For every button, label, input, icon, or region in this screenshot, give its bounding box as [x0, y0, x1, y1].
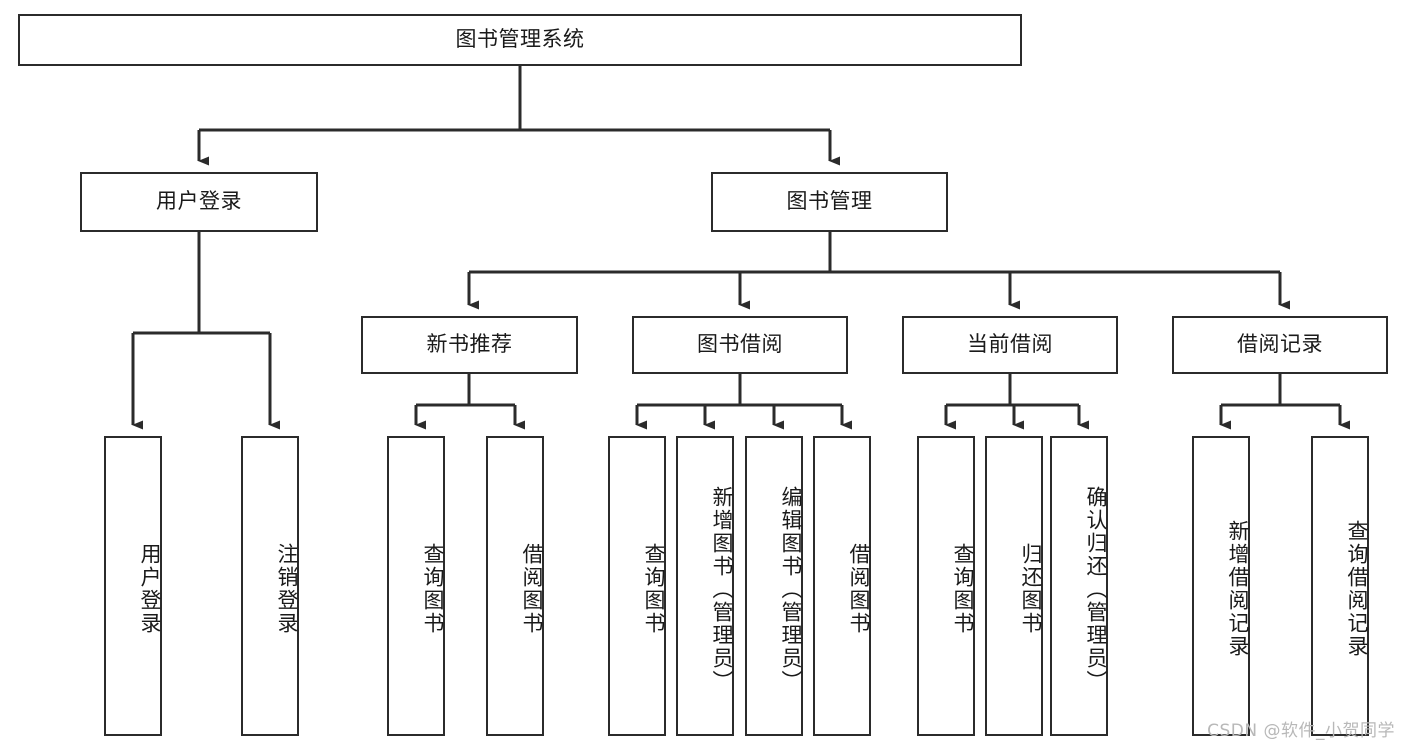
- node-borrow-record-label: 借阅记录: [1237, 332, 1323, 357]
- node-leaf-borrow-book-rec[interactable]: 借阅图书: [486, 436, 544, 736]
- node-leaf-user-login-label: 用户登录: [138, 543, 162, 635]
- node-leaf-borrow-book-rec-label: 借阅图书: [520, 543, 544, 635]
- node-book-manage-label: 图书管理: [786, 189, 873, 214]
- node-user-login-label: 用户登录: [156, 189, 242, 214]
- node-leaf-query-book-rec-label: 查询图书: [421, 543, 445, 635]
- node-leaf-borrow-book-bb-label: 借阅图书: [847, 543, 871, 635]
- node-borrow-record[interactable]: 借阅记录: [1172, 316, 1388, 374]
- node-leaf-query-book-cb[interactable]: 查询图书: [917, 436, 975, 736]
- node-leaf-query-record-label: 查询借阅记录: [1345, 520, 1369, 658]
- node-root[interactable]: 图书管理系统: [18, 14, 1022, 66]
- node-leaf-add-record[interactable]: 新增借阅记录: [1192, 436, 1250, 736]
- node-leaf-add-book-label: 新增图书（管理员）: [710, 485, 734, 693]
- node-book-borrow-label: 图书借阅: [697, 332, 783, 357]
- node-leaf-add-book[interactable]: 新增图书（管理员）: [676, 436, 734, 736]
- node-leaf-query-book-rec[interactable]: 查询图书: [387, 436, 445, 736]
- node-leaf-return-book[interactable]: 归还图书: [985, 436, 1043, 736]
- node-new-book-rec[interactable]: 新书推荐: [361, 316, 578, 374]
- node-leaf-query-book-bb-label: 查询图书: [642, 543, 666, 635]
- node-current-borrow[interactable]: 当前借阅: [902, 316, 1118, 374]
- node-book-borrow[interactable]: 图书借阅: [632, 316, 848, 374]
- node-leaf-confirm-return-label: 确认归还（管理员）: [1084, 485, 1108, 693]
- node-leaf-query-book-bb[interactable]: 查询图书: [608, 436, 666, 736]
- node-current-borrow-label: 当前借阅: [967, 332, 1053, 357]
- node-leaf-confirm-return[interactable]: 确认归还（管理员）: [1050, 436, 1108, 736]
- node-leaf-edit-book[interactable]: 编辑图书（管理员）: [745, 436, 803, 736]
- node-leaf-logout[interactable]: 注销登录: [241, 436, 299, 736]
- node-user-login[interactable]: 用户登录: [80, 172, 318, 232]
- node-leaf-return-book-label: 归还图书: [1019, 543, 1043, 635]
- node-leaf-user-login[interactable]: 用户登录: [104, 436, 162, 736]
- node-leaf-borrow-book-bb[interactable]: 借阅图书: [813, 436, 871, 736]
- node-leaf-query-record[interactable]: 查询借阅记录: [1311, 436, 1369, 736]
- node-root-label: 图书管理系统: [455, 27, 585, 52]
- node-book-manage[interactable]: 图书管理: [711, 172, 948, 232]
- node-leaf-edit-book-label: 编辑图书（管理员）: [779, 485, 803, 693]
- node-new-book-rec-label: 新书推荐: [426, 332, 513, 357]
- node-leaf-add-record-label: 新增借阅记录: [1226, 520, 1250, 658]
- node-leaf-query-book-cb-label: 查询图书: [951, 543, 975, 635]
- node-leaf-logout-label: 注销登录: [275, 543, 299, 635]
